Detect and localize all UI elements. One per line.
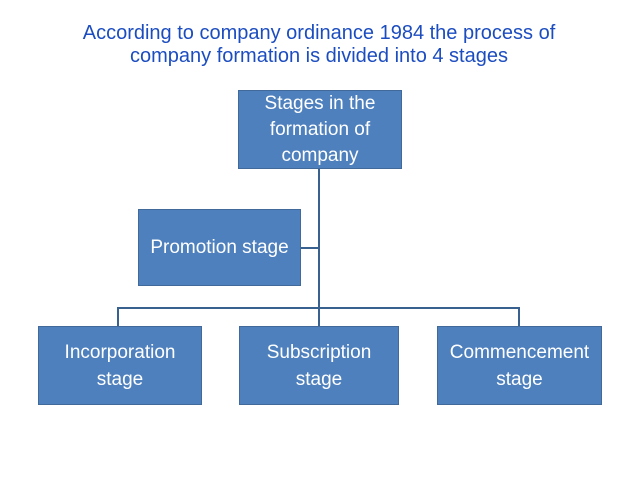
connector-stub-incorporation: [117, 307, 119, 326]
node-promotion-stage: Promotion stage: [138, 209, 301, 286]
node-incorporation-line-2: stage: [96, 368, 144, 390]
node-incorporation-line-1: Incorporation: [64, 341, 176, 363]
connector-promotion-dash: [301, 247, 319, 249]
node-commencement-line-1: Commencement: [449, 341, 590, 363]
connector-stub-commencement: [518, 307, 520, 326]
node-commencement-stage: Commencement stage: [437, 326, 602, 405]
connector-root-vertical: [318, 169, 320, 308]
node-subscription-line-2: stage: [295, 368, 343, 390]
node-commencement-line-2: stage: [496, 368, 543, 390]
slide-title: According to company ordinance 1984 the …: [0, 22, 638, 68]
connector-stub-subscription: [318, 307, 320, 326]
node-root-line-3: company: [281, 144, 359, 166]
node-stages-in-formation: Stages in the formation of company: [238, 90, 402, 169]
node-root-line-2: formation of: [269, 118, 371, 140]
node-promotion-label: Promotion stage: [150, 236, 289, 258]
node-subscription-stage: Subscription stage: [239, 326, 399, 405]
slide-title-line-1: According to company ordinance 1984 the …: [82, 22, 556, 44]
slide-title-line-2: company formation is divided into 4 stag…: [130, 45, 508, 67]
node-root-line-1: Stages in the: [264, 92, 376, 114]
node-subscription-line-1: Subscription: [266, 341, 372, 363]
node-incorporation-stage: Incorporation stage: [38, 326, 202, 405]
